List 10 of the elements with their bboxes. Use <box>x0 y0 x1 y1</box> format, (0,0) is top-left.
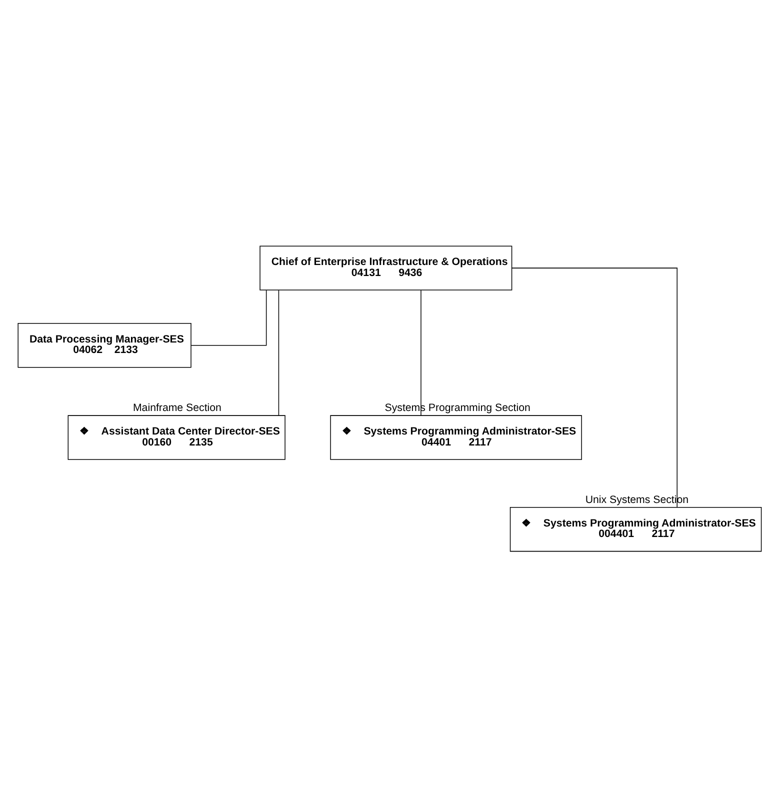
node-box: ❖ Systems Programming Administrator-SES 04401 2117 <box>330 415 582 460</box>
connector <box>278 290 280 416</box>
connector <box>420 290 422 416</box>
node-box: Chief of Enterprise Infrastructure & Operations 04131 9436 <box>260 246 512 290</box>
node-label: Mainframe Section <box>132 402 222 414</box>
node-box: ❖ Systems Programming Administrator-SES 004401 2117 <box>510 506 762 552</box>
connector <box>190 290 267 346</box>
node-box: Data Processing Manager-SES 04062 2133 <box>18 323 192 368</box>
node-box: ❖ Assistant Data Center Director-SES 00160 2135 <box>68 415 286 460</box>
connector <box>512 268 678 508</box>
